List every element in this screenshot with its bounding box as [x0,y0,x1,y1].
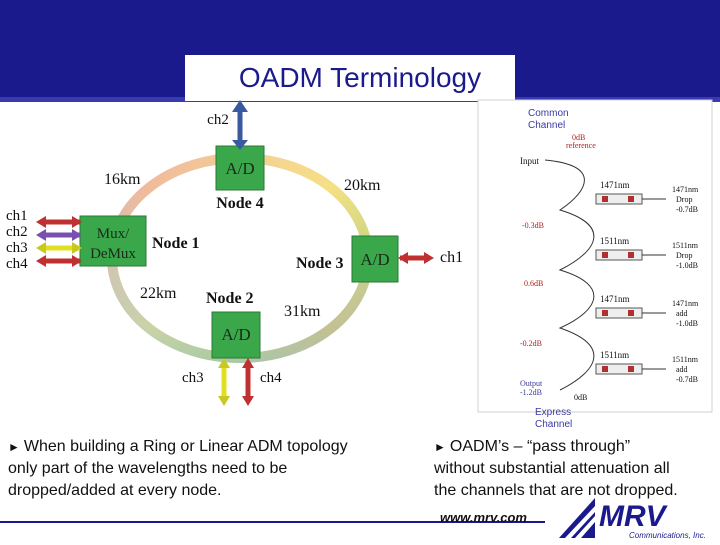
bullet-left: ►When building a Ring or Linear ADM topo… [8,436,408,502]
node2-ad-label: A/D [221,325,250,344]
footer-rule [0,521,545,523]
row1-r3: -0.7dB [676,205,698,214]
row2-r3: -1.0dB [676,261,698,270]
mrv-logo: MRV Communications, Inc. [555,498,715,545]
node1-label: Node 1 [152,235,200,252]
row2-wl: 1511nm [600,236,629,246]
distance-20km: 20km [344,177,381,194]
bullet-right-line1: OADM’s – “pass through” [449,438,631,455]
bullet-left-line1: When building a Ring or Linear ADM topol… [23,438,348,455]
node4-label: Node 4 [216,195,264,212]
row3-loss: 0.6dB [524,279,543,288]
node3-label: Node 3 [296,255,344,272]
row1-loss: -0.3dB [522,221,544,230]
end-label: 0dB [574,393,587,402]
output-label-1: Output [520,379,543,388]
output-label-2: -1.2dB [520,388,542,397]
node3-ad-box [351,235,399,283]
logo-text: MRV [599,500,669,533]
row3-r3: -1.0dB [676,319,698,328]
row4-r1: 1511nm [672,355,699,364]
node4-ad-label: A/D [225,159,254,178]
node1-mux-box [79,215,147,267]
node3-ch1-label: ch1 [440,249,463,266]
input-label: Input [520,156,539,166]
node2-label: Node 2 [206,290,254,307]
row3-r1: 1471nm [672,299,699,308]
bullet-left-line2: only part of the wavelengths need to be [8,460,288,477]
express-channel-label-2: Channel [535,419,572,430]
bullet-right-line3: the channels that are not dropped. [434,482,678,499]
ref-label-2: reference [566,141,596,150]
row1-r1: 1471nm [672,185,699,194]
bullet-left-line3: dropped/added at every node. [8,482,222,499]
oadm-panel: Common Channel 0dB reference Input -0.3d… [477,99,713,430]
row2-r2: Drop [676,251,692,260]
title-backdrop [185,55,515,101]
row3-wl: 1471nm [600,294,630,304]
distance-22km: 22km [140,285,177,302]
footer-url[interactable]: www.mrv.com [440,510,527,525]
node4-ad-box [215,145,265,191]
node2-ch3-label: ch3 [182,370,204,386]
common-channel-label-2: Channel [528,120,565,131]
node2-ad-box [211,311,261,359]
distance-16km: 16km [104,171,141,188]
bullet-right-line2: without substantial attenuation all [434,460,670,477]
node1-ch3-label: ch3 [6,240,28,256]
node4-ch2-label: ch2 [207,112,229,128]
row4-loss: -0.2dB [520,339,542,348]
node1-ch2-label: ch2 [6,224,28,240]
bullet-arrow-icon: ► [434,440,446,454]
bullet-arrow-icon: ► [8,440,20,454]
ref-label-1: 0dB [572,133,585,142]
row4-r3: -0.7dB [676,375,698,384]
node2-ch4-label: ch4 [260,370,282,386]
mux-label-2: DeMux [90,246,136,262]
row2-r1: 1511nm [672,241,699,250]
node3-ad-label: A/D [360,250,389,269]
slide-title: OADM Terminology [238,62,482,93]
row4-wl: 1511nm [600,350,629,360]
row4-r2: add [676,365,688,374]
node1-ch4-label: ch4 [6,256,28,272]
common-channel-label-1: Common [528,108,569,119]
mux-label-1: Mux/ [97,226,130,242]
row1-wl: 1471nm [600,180,630,190]
bullet-right: ►OADM’s – “pass through” without substan… [434,436,720,502]
express-channel-label-1: Express [535,407,571,418]
node1-channel-arrows [36,216,82,267]
logo-subtext: Communications, Inc. [629,531,706,540]
row3-r2: add [676,309,688,318]
distance-31km: 31km [284,303,321,320]
node1-ch1-label: ch1 [6,208,28,224]
row1-r2: Drop [676,195,692,204]
